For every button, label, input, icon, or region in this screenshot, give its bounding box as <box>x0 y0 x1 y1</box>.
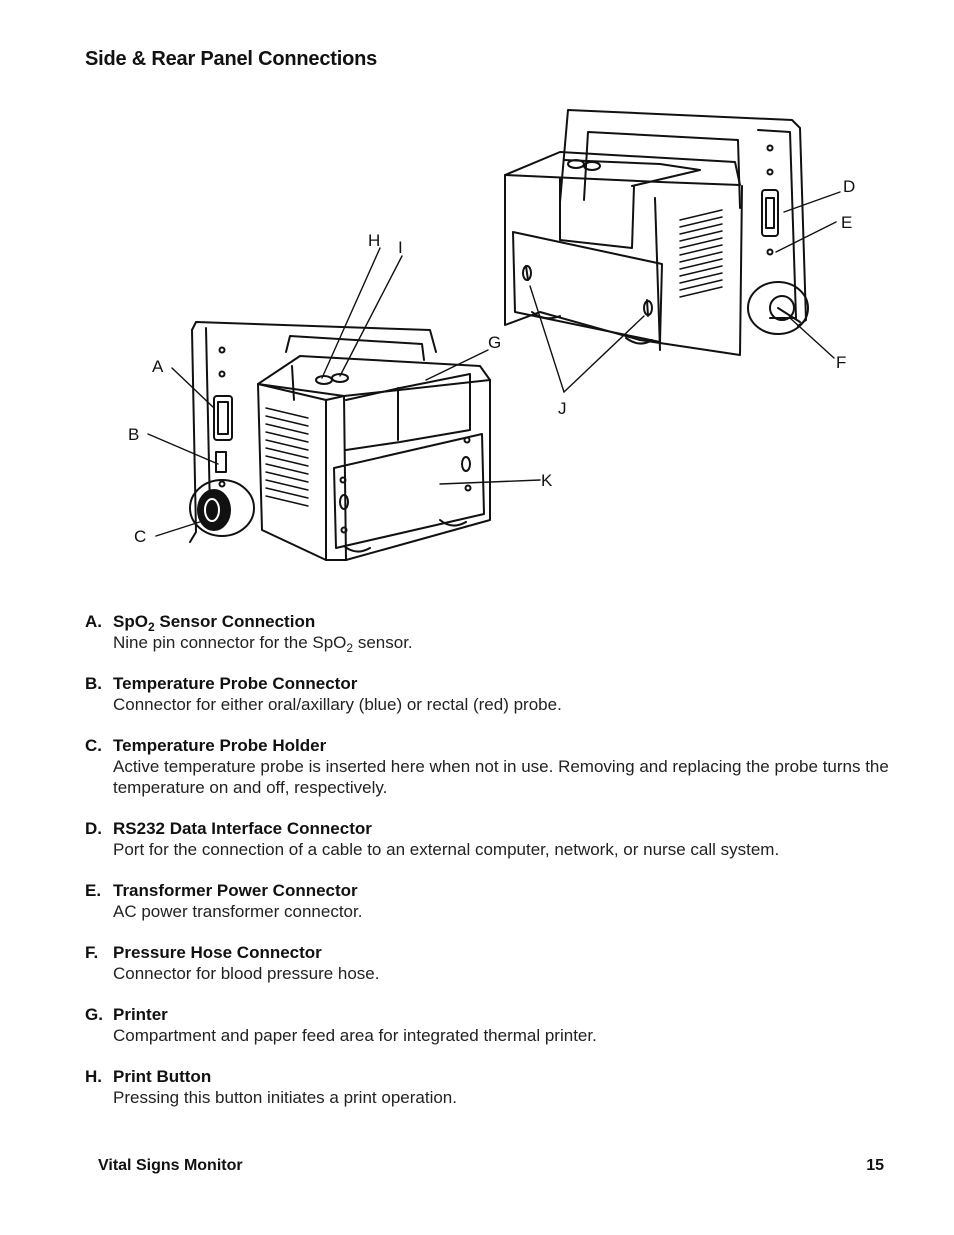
device-illustration: A B C D E F G H I J K <box>128 109 855 561</box>
item-title: Pressure Hose Connector <box>113 943 322 962</box>
item-letter: F. <box>85 943 99 962</box>
list-item: H. Print Button Pressing this button ini… <box>85 1066 915 1108</box>
item-letter: C. <box>85 736 102 755</box>
callout-g: G <box>488 333 501 352</box>
footer-doc-title: Vital Signs Monitor <box>98 1157 243 1174</box>
item-letter: H. <box>85 1067 102 1086</box>
rear-device-drawing <box>504 109 809 356</box>
item-description: Nine pin connector for the SpO2 sensor. <box>113 633 413 655</box>
callout-b: B <box>128 425 139 444</box>
callout-e: E <box>841 213 852 232</box>
item-title: Transformer Power Connector <box>113 881 358 900</box>
item-title: Printer <box>113 1005 168 1024</box>
callout-h: H <box>368 231 380 250</box>
callout-k: K <box>541 471 553 490</box>
side-device-drawing <box>189 321 491 561</box>
list-item: C. Temperature Probe Holder Active tempe… <box>85 735 915 798</box>
list-item: B. Temperature Probe Connector Connector… <box>85 673 915 715</box>
item-description: Compartment and paper feed area for inte… <box>113 1026 597 1045</box>
callout-f: F <box>836 353 846 372</box>
connection-list: A. SpO2 Sensor Connection Nine pin conne… <box>85 611 915 1128</box>
callout-a: A <box>152 357 164 376</box>
item-description: Connector for blood pressure hose. <box>113 964 380 983</box>
list-item: A. SpO2 Sensor Connection Nine pin conne… <box>85 611 915 655</box>
list-item: D. RS232 Data Interface Connector Port f… <box>85 818 915 860</box>
callout-j: J <box>558 399 567 418</box>
item-title: RS232 Data Interface Connector <box>113 819 372 838</box>
item-letter: D. <box>85 819 102 838</box>
list-item: G. Printer Compartment and paper feed ar… <box>85 1004 915 1046</box>
list-item: F. Pressure Hose Connector Connector for… <box>85 942 915 984</box>
item-letter: B. <box>85 674 102 693</box>
item-description: Pressing this button initiates a print o… <box>113 1088 457 1107</box>
item-title: Temperature Probe Connector <box>113 674 358 693</box>
item-title: Print Button <box>113 1067 212 1086</box>
item-letter: E. <box>85 881 102 900</box>
page-title: Side & Rear Panel Connections <box>85 48 378 70</box>
item-letter: G. <box>85 1005 103 1024</box>
list-item: E. Transformer Power Connector AC power … <box>85 880 915 922</box>
item-letter: A. <box>85 612 102 631</box>
page-number: 15 <box>866 1157 884 1174</box>
item-title: Temperature Probe Holder <box>113 736 327 755</box>
item-description: Port for the connection of a cable to an… <box>113 840 780 859</box>
callout-d: D <box>843 177 855 196</box>
item-description: Connector for either oral/axillary (blue… <box>113 695 562 714</box>
item-description: Active temperature probe is inserted her… <box>113 757 889 797</box>
item-description: AC power transformer connector. <box>113 902 363 921</box>
item-title: SpO2 Sensor Connection <box>113 612 316 634</box>
callout-i: I <box>398 238 403 257</box>
callout-c: C <box>134 527 146 546</box>
